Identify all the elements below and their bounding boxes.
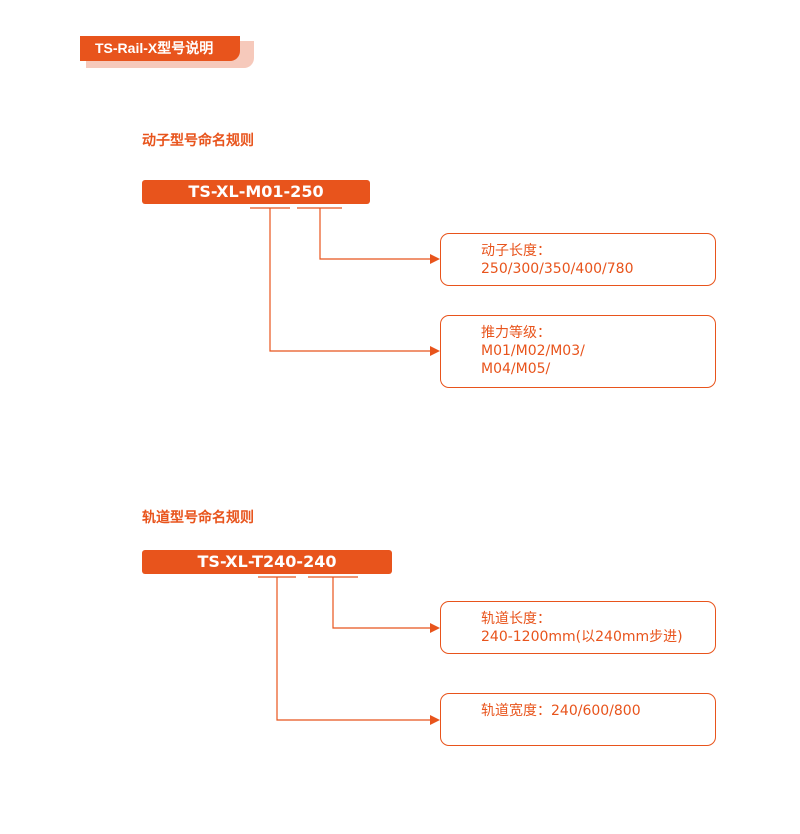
mover-thrust-box: 推力等级： M01/M02/M03/ M04/M05/ [440,315,716,388]
mover-length-values: 250/300/350/400/780 [481,261,634,277]
rail-section-title: 轨道型号命名规则 [142,510,254,526]
header-tab: TS-Rail-X型号说明 [80,36,240,61]
arrow-icon [430,715,440,725]
rail-length-values: 240-1200mm(以240mm步进) [481,629,683,645]
arrow-icon [430,254,440,264]
rail-length-box: 轨道长度： 240-1200mm(以240mm步进) [440,601,716,654]
arrow-icon [430,346,440,356]
rail-length-connector [332,577,432,629]
rail-width-label: 轨道宽度：240/600/800 [481,703,641,719]
mover-thrust-values-1: M01/M02/M03/ [481,343,585,359]
mover-length-box: 动子长度： 250/300/350/400/780 [440,233,716,286]
rail-length-label: 轨道长度： [481,611,551,627]
mover-thrust-values-2: M04/M05/ [481,361,551,377]
arrow-icon [430,623,440,633]
mover-model-code: TS-XL-M01-250 [142,180,370,204]
mover-length-label: 动子长度： [481,243,551,259]
mover-length-connector [319,208,432,260]
rail-width-connector [276,577,432,721]
rail-model-code: TS-XL-T240-240 [142,550,392,574]
mover-section-title: 动子型号命名规则 [142,133,254,149]
rail-width-box: 轨道宽度：240/600/800 [440,693,716,746]
mover-thrust-label: 推力等级： [481,325,551,341]
mover-thrust-connector [269,208,432,352]
